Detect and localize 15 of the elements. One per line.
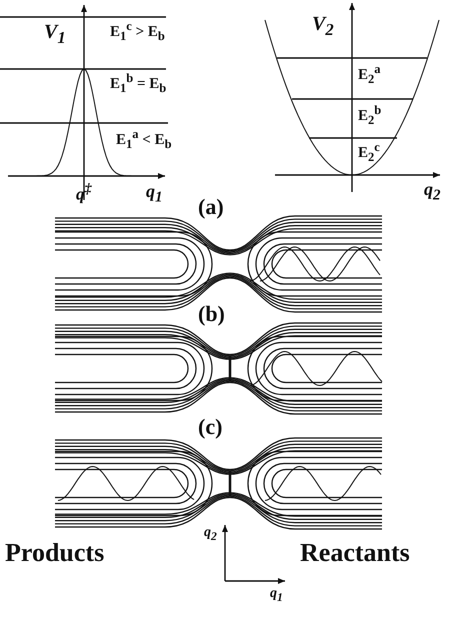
axis-label: q$_{2}$ xyxy=(424,180,440,204)
axis-label: V$_{2}$ xyxy=(312,14,334,39)
axis-label: V$_{1}$ xyxy=(44,22,66,47)
region-label: Products xyxy=(5,540,104,566)
region-label: Reactants xyxy=(300,540,410,566)
panel-label: (a) xyxy=(198,196,224,218)
energy-level-label: E$_{1}$$^{a}$ < E$_{b}$ xyxy=(116,128,172,150)
axis-label: q$_{1}$ xyxy=(270,587,283,604)
axis-label: q$_{1}$ xyxy=(146,182,162,206)
energy-level-label: E$_{1}$$^{c}$ > E$_{b}$ xyxy=(110,20,165,42)
panel-label: (b) xyxy=(198,303,225,325)
coordinate-label: q$^{‡}$ xyxy=(76,182,92,203)
panel-label: (c) xyxy=(198,416,222,438)
energy-level-label: E$_{1}$$^{b}$ = E$_{b}$ xyxy=(110,72,166,94)
axis-label: q$_{2}$ xyxy=(204,526,217,542)
